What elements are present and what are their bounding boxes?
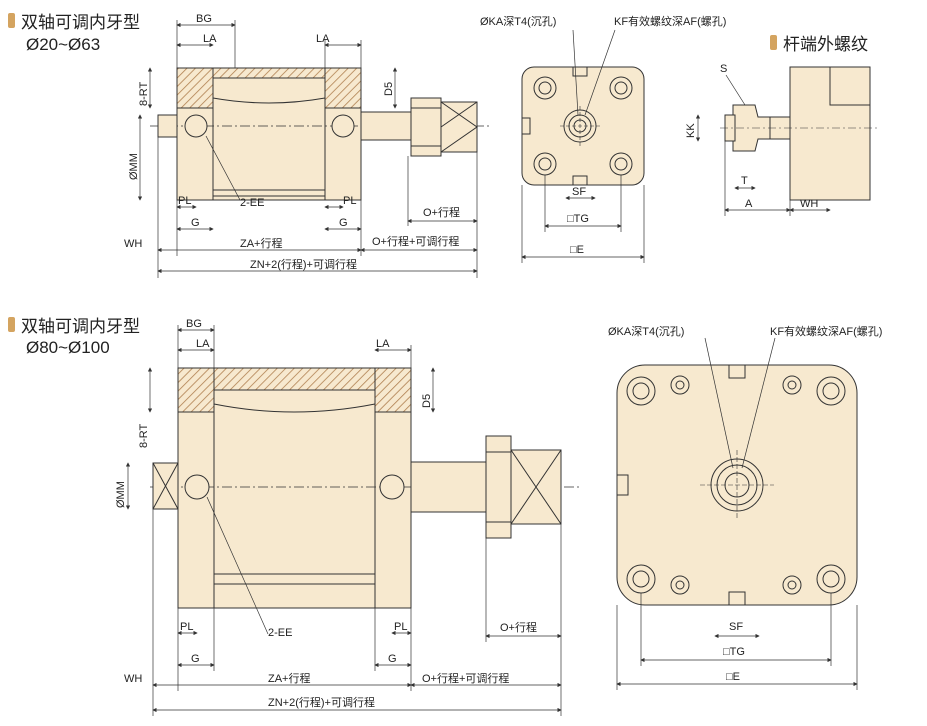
s1-label-ee: 2-EE (240, 197, 264, 209)
s1-bolt-tr (609, 76, 633, 100)
s2-hatch-right (374, 367, 412, 413)
rod-end-label-a: A (745, 198, 753, 210)
rod-end-detail (720, 66, 880, 201)
s1-label-pl-left: PL (178, 195, 191, 207)
s2-label-d5: D5 (421, 394, 433, 408)
s2-bolt-br (816, 564, 846, 594)
s2-bolt-tr (816, 376, 846, 406)
rod-end-title-text: 杆端外螺纹 (783, 35, 868, 54)
section2-title-text: 双轴可调内牙型 (21, 317, 140, 336)
s1-label-kf: KF有效螺纹深AF(螺孔) (614, 14, 726, 28)
s2-port-left (184, 474, 210, 500)
s1-label-la-right: LA (316, 33, 330, 45)
s1-label-g-left: G (191, 217, 200, 229)
s1-label-ka: ØKA深T4(沉孔) (480, 15, 556, 28)
section2-range: Ø80~Ø100 (26, 338, 110, 357)
s2-label-za: ZA+行程 (268, 672, 310, 685)
section1-title-text: 双轴可调内牙型 (21, 13, 140, 32)
s2-cylinder-body (177, 367, 412, 609)
s2-hole-tr (782, 375, 802, 395)
s1-bore-line (212, 97, 326, 104)
s2-label-sf: SF (729, 621, 743, 633)
s1-hatch-left (176, 67, 214, 109)
section1-bullet (8, 13, 15, 28)
s1-bolt-br (609, 152, 633, 176)
s1-piston-rod (360, 111, 412, 141)
s1-label-wh: WH (124, 238, 142, 250)
s2-label-ka: ØKA深T4(沉孔) (608, 325, 684, 338)
s2-label-mm: ØMM (115, 481, 127, 508)
s1-adjust-nut (410, 97, 442, 157)
s2-piston-rod (410, 461, 487, 513)
section1-title: 双轴可调内牙型 (8, 8, 140, 33)
s1-label-la-left: LA (203, 33, 217, 45)
s2-label-o-adj: O+行程+可调行程 (422, 672, 509, 685)
section1-side-view (150, 67, 490, 201)
section2-end-view (616, 364, 858, 606)
s2-label-wh: WH (124, 673, 142, 685)
s2-label-pl-left: PL (180, 621, 193, 633)
s1-port-right (331, 114, 355, 138)
s2-label-e: □E (726, 671, 740, 683)
s2-bore-line (213, 403, 376, 413)
section2-bullet (8, 317, 15, 332)
s1-hex-nut (440, 101, 478, 153)
s1-port-left (184, 114, 208, 138)
section2-title: 双轴可调内牙型 (8, 312, 140, 337)
s1-label-g-right: G (339, 217, 348, 229)
s2-label-ee: 2-EE (268, 627, 292, 639)
s1-label-tg: □TG (567, 213, 589, 225)
s1-label-e: □E (570, 244, 584, 256)
s1-label-zn: ZN+2(行程)+可调行程 (250, 258, 357, 271)
s2-hole-tl (670, 375, 690, 395)
s1-bolt-bl (533, 152, 557, 176)
s2-label-pl-right: PL (394, 621, 407, 633)
s2-label-zn: ZN+2(行程)+可调行程 (268, 696, 375, 709)
s2-label-la-left: LA (196, 338, 210, 350)
s2-label-g-left: G (191, 653, 200, 665)
s2-hole-br (782, 575, 802, 595)
s2-label-kf: KF有效螺纹深AF(螺孔) (770, 324, 882, 338)
s1-left-stub (157, 114, 178, 138)
s2-hatch-left (177, 367, 215, 413)
s1-label-rt: 8-RT (138, 81, 150, 106)
s2-bolt-bl (626, 564, 656, 594)
rod-end-label-s: S (720, 63, 727, 75)
rod-end-label-wh: WH (800, 198, 818, 210)
s1-label-sf: SF (572, 186, 586, 198)
s2-hatch-mid (213, 367, 376, 391)
s1-label-d5: D5 (383, 82, 395, 96)
section1-end-view (521, 66, 645, 186)
s2-label-o-stroke: O+行程 (500, 621, 537, 634)
rod-end-hex (732, 104, 771, 152)
s1-label-pl-right: PL (343, 195, 356, 207)
section1-range: Ø20~Ø63 (26, 35, 101, 54)
s2-port-right (379, 474, 405, 500)
s2-label-rt: 8-RT (138, 423, 150, 448)
s2-bolt-tl (626, 376, 656, 406)
rod-end-title: 杆端外螺纹 (770, 30, 868, 55)
rod-end-label-t: T (741, 175, 748, 187)
s2-label-tg: □TG (723, 646, 745, 658)
s1-label-mm: ØMM (128, 153, 140, 180)
s1-label-o-adj: O+行程+可调行程 (372, 235, 459, 248)
s1-label-bg: BG (196, 13, 212, 25)
s2-label-bg: BG (186, 318, 202, 330)
s1-label-za: ZA+行程 (240, 237, 282, 250)
s1-hatch-mid (212, 67, 326, 79)
s2-hole-bl (670, 575, 690, 595)
s2-label-la-right: LA (376, 338, 390, 350)
s2-adjust-nut (485, 435, 512, 539)
rod-end-bullet (770, 35, 777, 50)
section2-side-view (150, 367, 580, 609)
s1-label-o-stroke: O+行程 (423, 206, 460, 219)
s1-hatch-right (324, 67, 362, 109)
s2-label-g-right: G (388, 653, 397, 665)
s1-bolt-tl (533, 76, 557, 100)
rod-end-body (789, 66, 871, 201)
rod-end-label-kk: KK (685, 123, 697, 138)
